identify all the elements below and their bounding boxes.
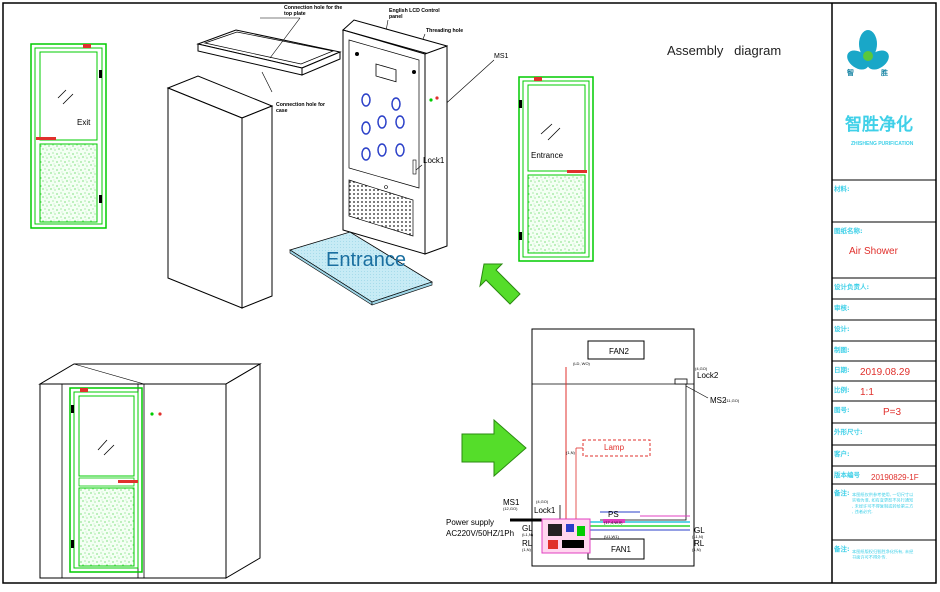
assembled-unit-drawing [38,363,262,579]
title-block-label: 客户: [833,449,850,458]
callout-case-1: Connection hole for [276,102,325,108]
title-block-value: 20190829-1F [871,473,919,482]
wiring-gl-right: GL [694,526,705,535]
title-block-note-2: 本图纸版权归智胜净化所有, 未经书面许可不得外传. [852,548,914,561]
wiring-rl-right-code: (1,N) [692,547,702,552]
exit-door-drawing: Exit [30,43,107,229]
company-name: 智胜净化 [845,114,913,135]
wiring-lock1: Lock1 [534,506,556,515]
wiring-rl-left: RL [522,539,533,548]
title-block-value: Air Shower [849,246,899,257]
title-block-label: 设计负责人: [834,282,869,291]
callout-threading: Threading hole [426,28,463,34]
title-block-label: 比例: [834,385,850,394]
title-block-value: 1:1 [860,387,874,398]
title-block-label: 制图: [834,345,850,354]
wiring-lamp-code: (1,N) [566,450,576,455]
callout-ms1: MS1 [494,53,509,60]
wiring-lamp: Lamp [604,443,625,452]
arrow-up-left-icon [479,263,521,305]
case-drawing [166,75,274,309]
wiring-ms2: MS2 [710,396,727,405]
wiring-fan1-code: (U1,W1) [604,534,620,539]
callout-top-plate-1: Connection hole for the [284,5,342,11]
callout-lock1: Lock1 [423,156,445,165]
drawing-title: Assembly diagram [667,43,781,58]
title-block-label: 审核: [834,303,850,312]
wiring-lock2: Lock2 [697,371,719,380]
wiring-fan2-code: (LD, WO) [573,361,591,366]
title-block-value: 2019.08.29 [860,367,910,378]
wiring-ms2-code: (11,GO) [725,398,740,403]
wiring-ms1-code: (12,GO) [503,506,518,511]
wiring-ms1: MS1 [503,498,520,507]
nozzle-buttons [361,93,405,161]
callout-lcd-1: English LCD Control [389,8,440,14]
callout-case-2: case [276,108,288,114]
callout-top-plate-2: top plate [284,11,306,17]
wiring-ps-code: (17,4,W,0) [604,520,623,525]
wiring-fan1: FAN1 [611,545,632,554]
title-block-label: 材料: [833,184,850,193]
wiring-rl-right: RL [694,539,705,548]
company-subtitle: ZHISHENG PURIFICATION [851,141,914,147]
wiring-lock2-code: (4,GO) [695,366,708,371]
entrance-door-label: Entrance [531,151,564,160]
wiring-gl-left-code: (L1,N) [522,532,534,537]
callout-lcd-2: panel [389,14,403,20]
wiring-diagram [510,328,695,567]
arrow-right-icon [461,418,527,478]
entrance-mat-label: Entrance [326,249,406,271]
top-plate-drawing [196,17,342,93]
wiring-ps: PS [608,510,619,519]
title-block-label: 版本编号 [833,470,861,479]
title-block-label: 图号: [834,405,850,414]
wiring-gl-right-code: (L1,N) [692,534,704,539]
title-block-label: 备注: [833,544,850,553]
logo-char-left: 智 [847,68,854,77]
wiring-gl-left: GL [522,524,533,533]
exit-label: Exit [77,118,91,127]
title-block-label: 备注: [833,488,850,497]
title-block-label: 图纸名称: [834,226,863,235]
logo-char-right: 胜 [880,68,888,77]
entrance-mat-drawing: Entrance [289,231,433,306]
entrance-door-drawing: Entrance [518,76,594,262]
sheet-border [2,2,937,584]
wiring-rl-left-code: (1,N) [522,547,532,552]
main-unit-drawing [341,19,449,255]
title-block-label: 日期: [834,365,850,374]
title-block-note-1: 本图纸仅供参考使用, 一切尺寸以实物为准, 如有变更恕不另行通知, 未经许可不得… [852,491,914,515]
wiring-power-spec: AC220V/50HZ/1Ph [446,529,514,538]
title-block-rows: 材料: 图纸名称: Air Shower 设计负责人: 审核: 设计: 制图: 日期: 2019… [832,179,936,584]
company-logo: 智 胜 [847,30,889,77]
wiring-lock1-code: (4,GO) [536,499,549,504]
title-block: 智 胜 智胜净化 ZHISHENG PURIFICATION 材料: 图纸名称: A… [832,30,936,584]
wiring-fan2: FAN2 [609,347,630,356]
title-block-label: 外形尺寸: [834,427,863,436]
title-block-value: P=3 [883,407,902,418]
wiring-power-supply: Power supply [446,518,494,527]
title-block-label: 设计: [834,324,850,333]
